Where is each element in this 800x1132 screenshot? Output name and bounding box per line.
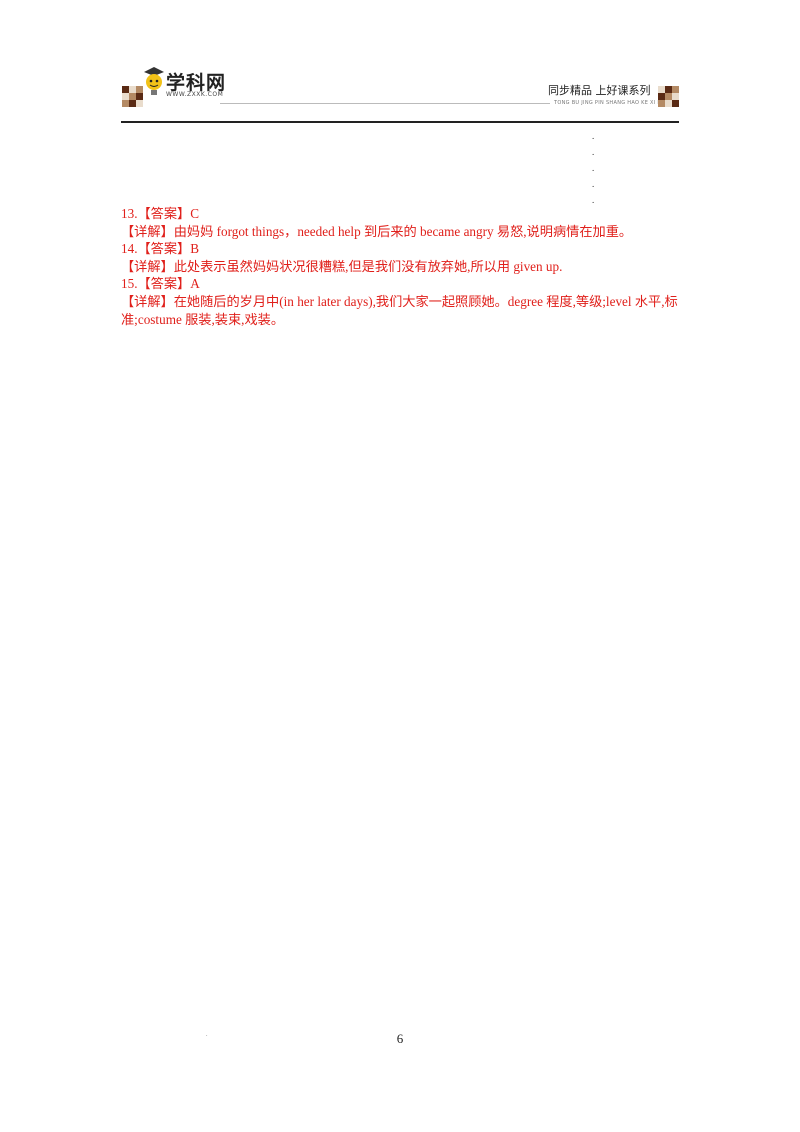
dot-column: .....: [592, 131, 595, 205]
detail-line-15: 【详解】在她随后的岁月中(in her later days),我们大家一起照顾…: [121, 293, 681, 328]
answer-tag: 【答案】: [137, 276, 191, 292]
answer-tag: 【答案】: [137, 206, 191, 221]
mascot-bulb-icon: [144, 67, 164, 95]
right-checker-pattern: [658, 86, 679, 107]
logo-text: 学科网: [166, 72, 227, 94]
answer-content: 13.【答案】C 【详解】由妈妈 forgot things，needed he…: [121, 205, 681, 328]
answer-choice: C: [190, 206, 200, 221]
page-header: 学科网 WWW.ZXXK.COM 同步精品 上好课系列 TONG BU JING…: [0, 0, 800, 126]
answer-line-13: 13.【答案】C: [121, 205, 681, 223]
logo-url: WWW.ZXXK.COM: [166, 91, 224, 98]
question-number: 13.: [121, 206, 138, 221]
detail-text: 此处表示虽然妈妈状况很糟糕,但是我们没有放弃她,所以用 given up.: [173, 258, 563, 274]
answer-line-14: 14.【答案】B: [121, 240, 681, 258]
header-thin-rule: [220, 103, 550, 104]
detail-line-13: 【详解】由妈妈 forgot things，needed help 到后来的 b…: [121, 223, 681, 241]
series-title: 同步精品 上好课系列: [548, 84, 651, 97]
answer-line-15: 15.【答案】A: [121, 275, 681, 293]
question-number: 15.: [121, 276, 138, 292]
header-rule: [121, 121, 679, 123]
footer-dot: .: [206, 1032, 208, 1038]
logo-checker-pattern: [122, 86, 143, 107]
answer-tag: 【答案】: [137, 241, 191, 257]
detail-tag: 【详解】: [121, 223, 174, 239]
question-number: 14.: [121, 241, 138, 257]
page-number: 6: [396, 1031, 404, 1046]
detail-tag: 【详解】: [121, 258, 174, 274]
detail-tag: 【详解】: [121, 293, 174, 309]
detail-text: 由妈妈 forgot things，needed help 到后来的 becam…: [173, 223, 633, 239]
answer-choice: B: [190, 241, 200, 257]
detail-text: 在她随后的岁月中(in her later days),我们大家一起照顾她。de…: [121, 293, 678, 327]
detail-line-14: 【详解】此处表示虽然妈妈状况很糟糕,但是我们没有放弃她,所以用 given up…: [121, 258, 681, 276]
series-subtitle: TONG BU JING PIN SHANG HAO KE XI LIE: [554, 100, 666, 106]
answer-choice: A: [190, 276, 200, 292]
